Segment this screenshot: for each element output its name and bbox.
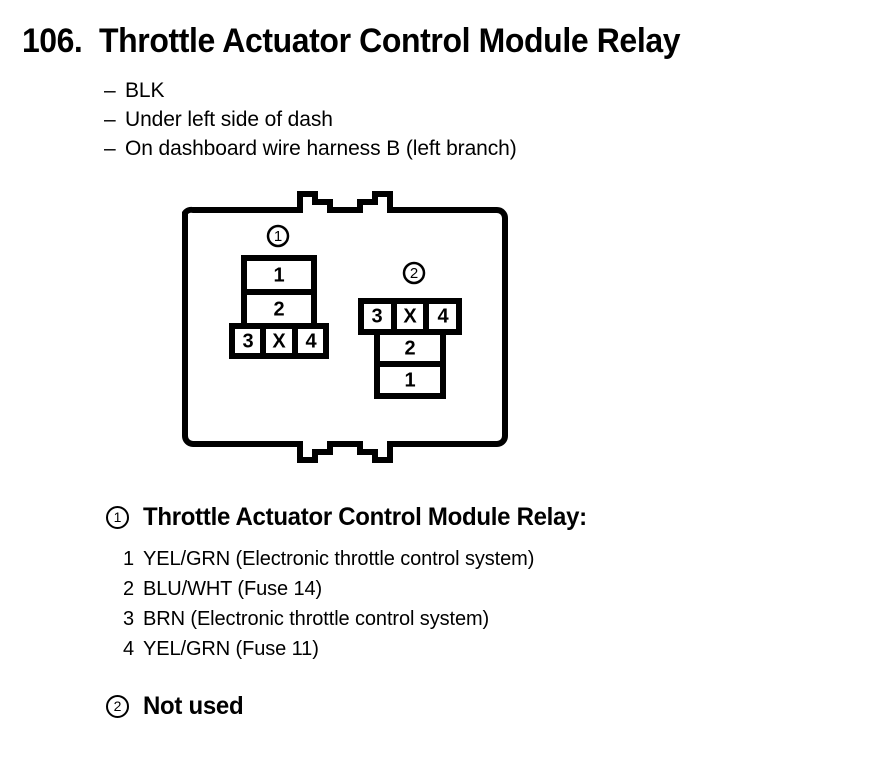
connector-1-cell-3: 3 [242, 330, 253, 352]
note-text: On dashboard wire harness B (left branch… [125, 137, 517, 160]
legend-entry-1-header: 1 Throttle Actuator Control Module Relay… [106, 500, 846, 534]
pin-description: YEL/GRN (Fuse 11) [143, 638, 319, 660]
connector-2-cell-2: 2 [404, 337, 415, 359]
pin-row: 3 BRN (Electronic throttle control syste… [123, 604, 846, 634]
page-title-number: 106. [22, 22, 83, 60]
connector-2-marker-number: 2 [410, 265, 418, 282]
page-title-text: Throttle Actuator Control Module Relay [99, 22, 681, 60]
pin-number: 1 [123, 548, 135, 570]
note-item: –Under left side of dash [104, 105, 804, 134]
connector-2-cell-1: 1 [404, 369, 415, 391]
legend-marker-2: 2 [106, 694, 129, 718]
note-dash: – [104, 79, 116, 102]
connector-1-cell-1: 1 [273, 264, 284, 286]
pin-number: 2 [123, 578, 135, 600]
connector-2: 3 X 4 2 1 [358, 298, 462, 399]
note-text: BLK [125, 79, 165, 102]
relay-body-outline [182, 191, 508, 463]
connector-2-cell-4: 4 [437, 305, 449, 327]
connector-2-cell-3: 3 [371, 305, 382, 327]
pin-number: 3 [123, 608, 135, 630]
legend-entry-2-header: 2 Not used [106, 689, 846, 723]
pin-row: 4 YEL/GRN (Fuse 11) [123, 634, 846, 664]
pin-row: 1 YEL/GRN (Electronic throttle control s… [123, 544, 846, 574]
connector-1: 1 2 3 X 4 [229, 255, 329, 359]
connector-diagram: 1 1 2 3 X 4 2 [160, 180, 540, 470]
legend-entry-2-title: Not used [143, 691, 244, 720]
note-dash: – [104, 137, 116, 160]
note-list: –BLK –Under left side of dash –On dashbo… [104, 76, 804, 163]
legend-marker-1: 1 [106, 505, 129, 529]
note-text: Under left side of dash [125, 108, 333, 131]
connector-1-cell-x: X [272, 330, 286, 352]
page-title: 106. Throttle Actuator Control Module Re… [22, 22, 872, 66]
connector-2-cell-x: X [403, 305, 417, 327]
note-item: –BLK [104, 76, 804, 105]
pin-description: BLU/WHT (Fuse 14) [143, 578, 323, 600]
legend: 1 Throttle Actuator Control Module Relay… [106, 500, 846, 723]
connector-1-cell-2: 2 [273, 298, 284, 320]
pin-list: 1 YEL/GRN (Electronic throttle control s… [123, 544, 846, 664]
connector-1-marker: 1 [266, 224, 290, 248]
note-item: –On dashboard wire harness B (left branc… [104, 134, 804, 163]
pin-number: 4 [123, 638, 135, 660]
connector-1-marker-number: 1 [274, 228, 282, 245]
legend-entry-1-title: Throttle Actuator Control Module Relay: [143, 502, 587, 531]
pin-row: 2 BLU/WHT (Fuse 14) [123, 574, 846, 604]
connector-2-marker: 2 [402, 261, 426, 285]
connector-1-cell-4: 4 [305, 330, 317, 352]
pin-description: BRN (Electronic throttle control system) [143, 608, 490, 630]
pin-description: YEL/GRN (Electronic throttle control sys… [143, 548, 535, 570]
note-dash: – [104, 108, 116, 131]
